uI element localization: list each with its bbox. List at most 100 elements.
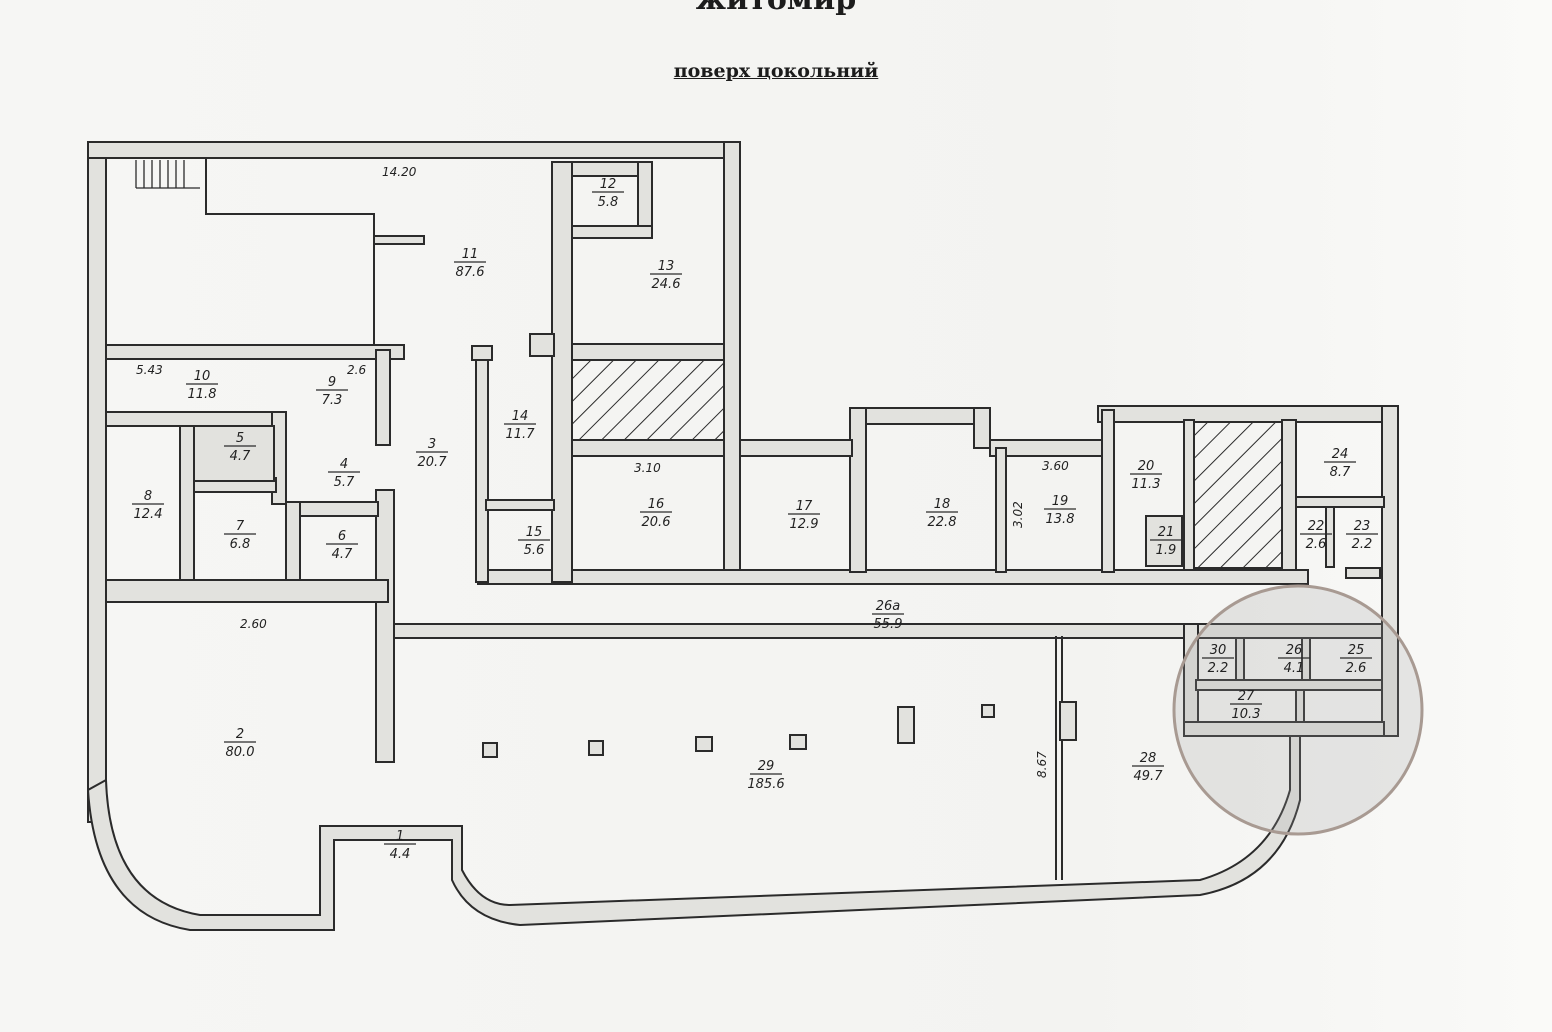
room-label: 54.7 — [224, 431, 256, 464]
room-label: 26а 55.9 — [872, 599, 904, 632]
room-label: 16 20.6 — [640, 497, 672, 530]
room-label: 76.8 — [224, 519, 256, 552]
room-label: 45.7 — [328, 457, 360, 490]
room-number: 14 — [512, 409, 529, 424]
columns — [482, 701, 1077, 758]
room-area: 2.2 — [1352, 537, 1373, 552]
room-number: 9 — [328, 375, 336, 390]
room-area: 5.8 — [598, 195, 619, 210]
dimension-label: 3.02 — [1011, 501, 1025, 528]
room-area: 80.0 — [226, 745, 255, 760]
room-area: 11.7 — [506, 427, 536, 442]
room-label: 13 24.6 — [650, 259, 682, 292]
room-area: 1.9 — [1156, 543, 1177, 558]
room-number: 16 — [648, 497, 665, 512]
dimension-label: 2.60 — [240, 617, 267, 631]
room-label: 320.7 — [416, 437, 448, 470]
room-area: 185.6 — [747, 777, 784, 792]
room-area: 6.8 — [230, 537, 251, 552]
room-area: 11.8 — [188, 387, 217, 402]
room-area: 2.2 — [1208, 661, 1229, 676]
room-area: 49.7 — [1134, 769, 1164, 784]
room-label: 812.4 — [132, 489, 164, 522]
dimension-label: 5.43 — [136, 363, 163, 377]
stair-steps — [135, 160, 200, 189]
room-label: 29 185.6 — [747, 759, 784, 792]
room-number: 5 — [236, 431, 244, 446]
room-area: 11.3 — [1132, 477, 1161, 492]
room-area: 4.7 — [230, 449, 251, 464]
dimension-label: 3.10 — [634, 461, 661, 475]
dimension-label: 14.20 — [382, 165, 417, 179]
room-area: 22.8 — [928, 515, 957, 530]
room-number: 28 — [1140, 751, 1157, 766]
dimension-label: 8.67 — [1035, 751, 1049, 778]
room-number: 30 — [1210, 643, 1227, 658]
room-number: 22 — [1308, 519, 1325, 534]
room-area: 10.3 — [1232, 707, 1261, 722]
room-label: 64.7 — [326, 529, 358, 562]
room-area: 2.6 — [1346, 661, 1367, 676]
interior-walls — [105, 158, 1385, 737]
floor-title: поверх цокольний — [673, 60, 879, 82]
room-number: 23 — [1354, 519, 1371, 534]
room-area: 20.6 — [642, 515, 671, 530]
room-area: 5.7 — [334, 475, 355, 490]
room-number: 26 — [1286, 643, 1303, 658]
room-number: 25 — [1348, 643, 1365, 658]
room-number: 29 — [758, 759, 775, 774]
room-label: 211.9 — [1150, 525, 1182, 558]
room-number: 1 — [396, 829, 404, 844]
outer-walls — [86, 141, 1399, 931]
room-number: 8 — [144, 489, 152, 504]
room-label: 280.0 — [224, 727, 256, 760]
room-label: 28 49.7 — [1132, 751, 1164, 784]
stair-hatch — [1193, 421, 1283, 569]
room-number: 17 — [796, 499, 813, 514]
room-label: 14 11.7 — [504, 409, 536, 442]
room-number: 20 — [1138, 459, 1155, 474]
room-labels: 14.4280.0320.745.754.764.776.8812.497.31… — [132, 177, 1378, 862]
stair-hatch — [571, 359, 725, 441]
room-number: 11 — [462, 247, 479, 262]
room-label: 222.6 — [1300, 519, 1332, 552]
room-number: 3 — [428, 437, 436, 452]
room-label: 264.1 — [1278, 643, 1310, 676]
room-number: 27 — [1238, 689, 1255, 704]
room-number: 2 — [236, 727, 244, 742]
room-area: 4.1 — [1284, 661, 1305, 676]
room-number: 10 — [194, 369, 211, 384]
room-area: 24.6 — [652, 277, 681, 292]
room-area: 4.7 — [332, 547, 353, 562]
room-label: 20 11.3 — [1130, 459, 1162, 492]
room-number: 15 — [526, 525, 543, 540]
room-area: 12.4 — [134, 507, 163, 522]
highlight-circle — [1172, 584, 1424, 836]
room-number: 26а — [876, 599, 901, 614]
room-label: 252.6 — [1340, 643, 1372, 676]
room-area: 8.7 — [1330, 465, 1351, 480]
room-number: 12 — [600, 177, 617, 192]
room-label: 248.7 — [1324, 447, 1356, 480]
document-heading: житомир — [0, 0, 1552, 17]
room-number: 4 — [340, 457, 348, 472]
room-area: 7.3 — [322, 393, 343, 408]
room-number: 13 — [658, 259, 675, 274]
room-number: 21 — [1158, 525, 1175, 540]
room-label: 232.2 — [1346, 519, 1378, 552]
room-label: 10 11.8 — [186, 369, 218, 402]
room-area: 13.8 — [1046, 512, 1075, 527]
room-number: 18 — [934, 497, 951, 512]
room-area: 20.7 — [418, 455, 448, 470]
room-area: 87.6 — [456, 265, 485, 280]
room-area: 2.6 — [1306, 537, 1327, 552]
room-number: 24 — [1332, 447, 1349, 462]
room-area: 55.9 — [874, 617, 903, 632]
room-label: 27 10.3 — [1230, 689, 1262, 722]
room-label: 97.3 — [316, 375, 348, 408]
room-area: 4.4 — [390, 847, 411, 862]
room-label: 302.2 — [1202, 643, 1234, 676]
room-label: 11 87.6 — [454, 247, 486, 280]
